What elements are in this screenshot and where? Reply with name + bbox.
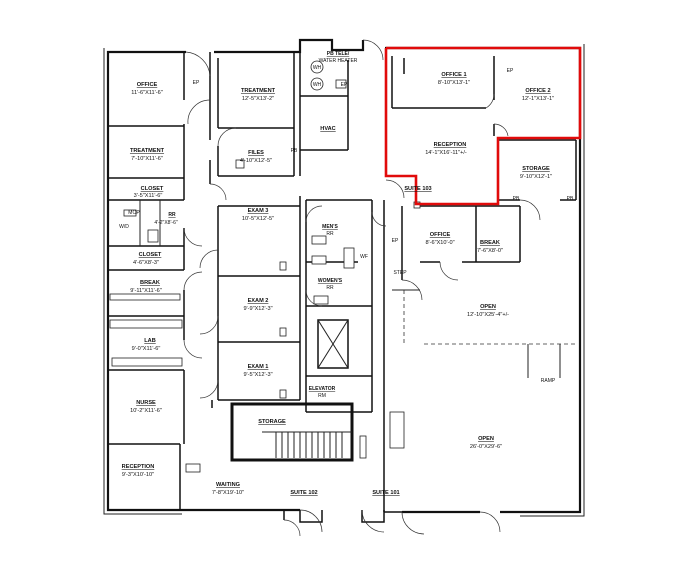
door-swings	[183, 39, 541, 537]
room-lab: LAB	[144, 338, 156, 344]
room-mens-rr-2: RR	[326, 231, 334, 237]
room-break-right: BREAK	[480, 240, 500, 246]
room-break-right-dim: 7'-6"X8'-0"	[477, 248, 503, 254]
room-womens-rr-2: RR	[326, 285, 334, 291]
room-office-2-dim: 12'-1"X13'-1"	[522, 96, 554, 102]
room-nurse: NURSE	[136, 400, 156, 406]
label-ep-1: EP	[193, 80, 200, 86]
room-nurse-dim: 10'-2"X11'-6"	[130, 408, 162, 414]
room-closet-2-dim: 4'-6"X8'-3"	[133, 260, 159, 266]
room-open-1: OPEN	[480, 304, 496, 310]
room-treatment-left: TREATMENT	[130, 148, 165, 154]
room-waiting-dim: 7'-8"X19'-10"	[212, 490, 244, 496]
label-wh-1: WH	[313, 65, 322, 71]
room-storage-left: STORAGE	[258, 419, 286, 425]
room-pb-tele-dim: WATER HEATER	[319, 58, 358, 64]
room-office-left: OFFICE	[137, 82, 158, 88]
label-wf: WF	[360, 254, 368, 260]
room-elevator: ELEVATOR	[309, 386, 336, 392]
room-storage-right-dim: 9'-10"X12'-1"	[520, 174, 552, 180]
room-closet-1: CLOSET	[141, 186, 164, 192]
label-wd: W/D	[119, 224, 129, 230]
room-office-right: OFFICE	[430, 232, 451, 238]
label-suite-102: SUITE 102	[290, 490, 317, 496]
room-rr-small: RR	[168, 212, 176, 218]
fixtures	[123, 60, 421, 399]
room-closet-2: CLOSET	[139, 252, 162, 258]
room-treatment-top-dim: 12'-5"X13'-2"	[242, 96, 274, 102]
label-pb-3: PB	[567, 196, 574, 202]
label-ep-3: EP	[392, 238, 399, 244]
room-open-2-dim: 26'-0"X29'-6"	[470, 444, 502, 450]
room-exam-2: EXAM 2	[248, 298, 269, 304]
highlighted-suite-outline	[384, 46, 582, 206]
room-hvac: HVAC	[320, 126, 335, 132]
label-step: STEP	[393, 270, 407, 276]
room-lab-dim: 9'-0"X11'-6"	[132, 346, 161, 352]
room-storage-right: STORAGE	[522, 166, 550, 172]
room-office-left-dim: 11'-6"X11'-6"	[131, 90, 162, 96]
room-exam-3: EXAM 3	[248, 208, 269, 214]
room-labels: OFFICE 11'-6"X11'-6" TREATMENT 12'-5"X13…	[122, 51, 554, 496]
room-open-2: OPEN	[478, 436, 494, 442]
room-treatment-left-dim: 7'-10"X11'-6"	[131, 156, 163, 162]
label-suite-101: SUITE 101	[372, 490, 399, 496]
room-reception-left: RECEPTION	[122, 464, 155, 470]
room-files-dim: 4'-10"X12'-5"	[240, 158, 272, 164]
room-exam-3-dim: 10'-5"X12'-5"	[242, 216, 274, 222]
label-pb-2: PB	[513, 196, 520, 202]
room-break-left: BREAK	[140, 280, 160, 286]
label-suite-103: SUITE 103	[404, 186, 431, 192]
room-closet-1-dim: 3'-5"X11'-6"	[134, 193, 163, 199]
room-break-left-dim: 9'-11"X11'-6"	[130, 288, 161, 294]
left-wing-walls	[108, 52, 385, 512]
misc-labels: SUITE 103 SUITE 102 SUITE 101 EP EP EP E…	[119, 65, 574, 496]
room-office-1-dim: 8'-10"X13'-1"	[438, 80, 470, 86]
room-office-1: OFFICE 1	[441, 72, 466, 78]
room-office-right-dim: 8'-6"X10'-0"	[425, 240, 454, 246]
label-ramp: RAMP	[541, 378, 556, 384]
room-pb-tele: PB TELE/	[327, 51, 350, 57]
room-reception-left-dim: 9'-3"X10'-10"	[122, 472, 154, 478]
exterior-walls	[103, 38, 585, 523]
room-exam-1: EXAM 1	[248, 364, 269, 370]
room-exam-2-dim: 9'-9"X12'-3"	[243, 306, 272, 312]
room-mens-rr: MEN'S	[322, 224, 338, 230]
label-ep-4: EP	[507, 68, 514, 74]
room-rr-small-dim: 4'-2"X8'-6"	[154, 220, 177, 226]
room-reception-right: RECEPTION	[434, 142, 467, 148]
room-reception-right-dim: 14'-1"X16'-11"+/-	[425, 150, 467, 156]
room-office-2: OFFICE 2	[525, 88, 550, 94]
room-open-1-dim: 12'-10"X25'-4"+/-	[467, 312, 509, 318]
label-wh-2: WH	[313, 82, 322, 88]
room-treatment-top: TREATMENT	[241, 88, 276, 94]
room-elevator-2: RM	[318, 393, 326, 399]
room-exam-1-dim: 9'-5"X12'-3"	[243, 372, 272, 378]
label-mop: MOP	[128, 210, 140, 216]
stair-treads	[262, 431, 352, 458]
room-files: FILES	[248, 150, 264, 156]
label-pb-1: PB	[291, 148, 298, 154]
room-waiting: WAITING	[216, 482, 240, 488]
room-womens-rr: WOMEN'S	[318, 278, 343, 284]
label-ep-2: EP	[341, 82, 348, 88]
